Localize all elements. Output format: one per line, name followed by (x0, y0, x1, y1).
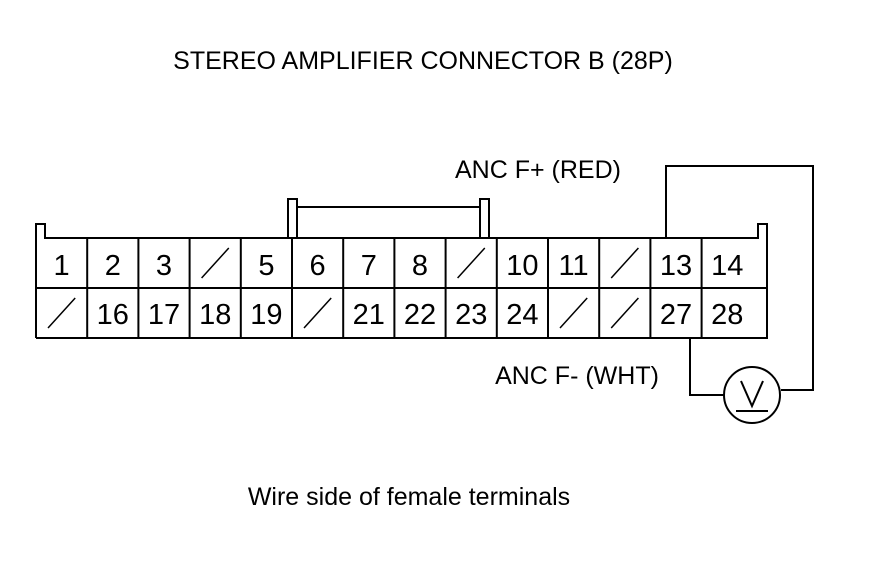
terminal-11: 11 (559, 250, 589, 282)
terminal-18: 18 (199, 299, 231, 331)
terminal-16: 16 (97, 299, 129, 331)
connector-lock-tab (287, 198, 490, 238)
terminal-27: 27 (660, 299, 692, 331)
unused-cavity-mark (610, 247, 639, 279)
terminal-14: 14 (711, 250, 743, 282)
wire-label-positive: ANC F+ (RED) (455, 156, 621, 184)
terminal-24: 24 (506, 299, 538, 331)
terminal-1: 1 (54, 250, 70, 282)
terminal-5: 5 (258, 250, 274, 282)
terminal-13: 13 (660, 250, 692, 282)
unused-cavity-mark (303, 297, 332, 329)
unused-cavity-mark (559, 297, 588, 329)
voltmeter-icon (723, 366, 781, 424)
diagram-title: STEREO AMPLIFIER CONNECTOR B (28P) (173, 47, 673, 75)
terminal-17: 17 (148, 299, 180, 331)
terminal-28: 28 (711, 299, 743, 331)
unused-cavity-mark (610, 297, 639, 329)
diagram-caption: Wire side of female terminals (248, 483, 570, 511)
terminal-3: 3 (156, 250, 172, 282)
connector-housing (35, 223, 768, 339)
wire-label-negative: ANC F- (WHT) (495, 362, 659, 390)
terminal-22: 22 (404, 299, 436, 331)
connector-row-2: 16 17 18 19 21 22 23 24 27 28 (47, 288, 743, 338)
terminal-7: 7 (361, 250, 377, 282)
terminal-10: 10 (506, 250, 538, 282)
connector-row-1: 1 2 3 5 6 7 8 10 11 13 14 (54, 238, 743, 288)
terminal-23: 23 (455, 299, 487, 331)
terminal-8: 8 (412, 250, 428, 282)
wire-anc-negative (689, 338, 724, 396)
terminal-2: 2 (105, 250, 121, 282)
terminal-21: 21 (353, 299, 385, 331)
terminal-6: 6 (310, 250, 326, 282)
unused-cavity-mark (457, 247, 486, 279)
wire-anc-positive (665, 165, 814, 391)
unused-cavity-mark (201, 247, 230, 279)
unused-cavity-mark (47, 297, 76, 329)
terminal-19: 19 (250, 299, 282, 331)
